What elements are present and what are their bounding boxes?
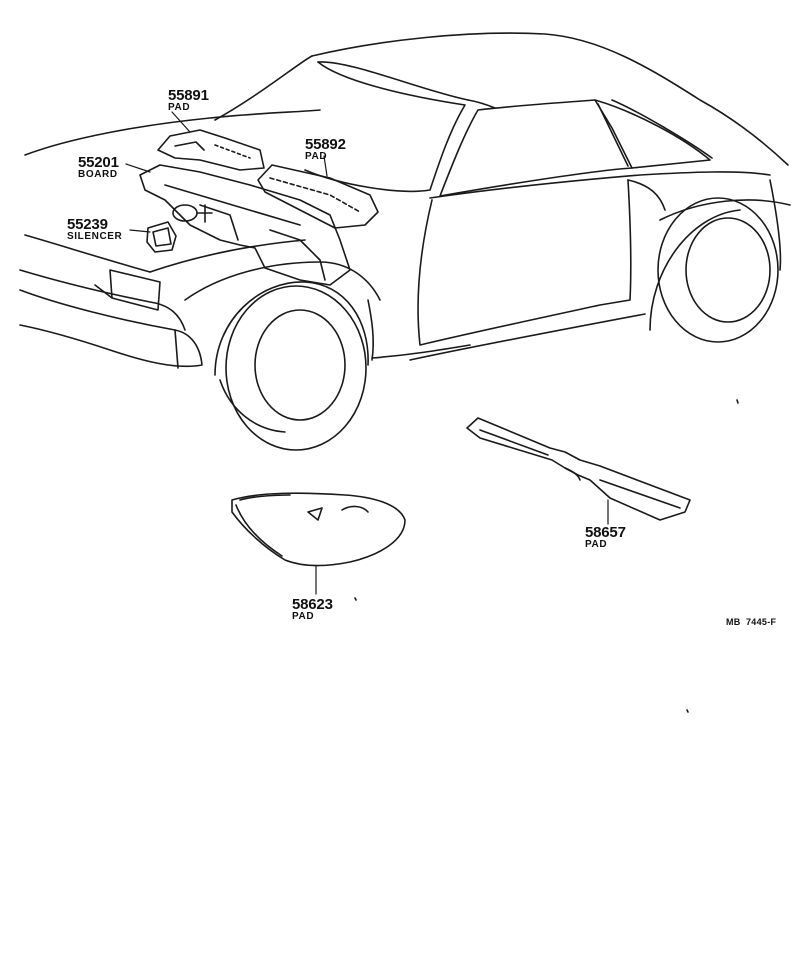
side-window xyxy=(439,99,633,197)
pad-58657-shape xyxy=(466,417,691,521)
hood-outline xyxy=(24,109,321,156)
car-illustration xyxy=(19,32,791,451)
door-outline xyxy=(417,179,632,346)
part-name-58623: PAD xyxy=(292,611,315,622)
leader-lines xyxy=(125,111,609,595)
front-bumper xyxy=(19,289,203,368)
roof-line xyxy=(311,32,789,166)
front-wheel xyxy=(214,281,369,451)
front-lamp xyxy=(109,269,161,311)
part-name-55201: BOARD xyxy=(78,169,118,180)
board-55201-shape xyxy=(139,164,351,286)
part-name-55891: PAD xyxy=(168,102,191,113)
pad-58623-shape xyxy=(231,492,406,567)
part-name-55239: SILENCER xyxy=(67,231,123,242)
part-number-55891: 55891 xyxy=(168,87,209,104)
part-name-55892: PAD xyxy=(305,151,328,162)
windshield xyxy=(304,61,466,193)
pad-55891-shape xyxy=(157,129,265,171)
silencer-55239-shape xyxy=(146,221,177,253)
part-number-55201: 55201 xyxy=(78,154,119,171)
part-number-55239: 55239 xyxy=(67,216,108,233)
drawing-code-prefix: MB xyxy=(726,617,741,627)
rear-wheel xyxy=(649,197,779,343)
part-number-58623: 58623 xyxy=(292,596,333,613)
pad-55892-shape xyxy=(257,164,379,229)
drawing-code-number: 7445-F xyxy=(746,617,777,627)
part-name-58657: PAD xyxy=(585,539,608,550)
part-number-55892: 55892 xyxy=(305,136,346,153)
part-number-58657: 58657 xyxy=(585,524,626,541)
